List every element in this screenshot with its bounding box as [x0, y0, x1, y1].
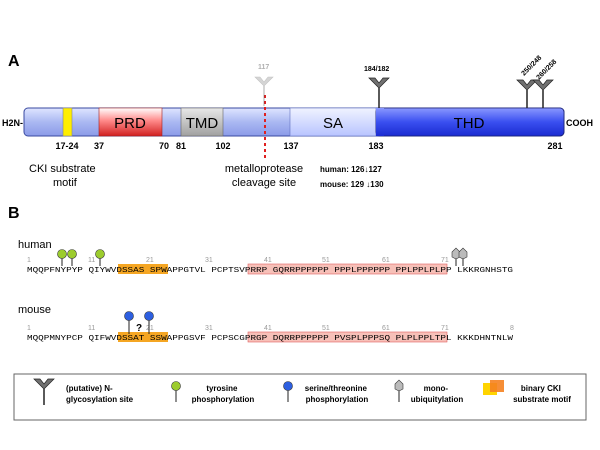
mouse-num-71: 71: [441, 325, 449, 332]
c-terminus-label: COOH: [566, 118, 593, 128]
domain-sa-label: SA: [323, 115, 343, 132]
legend-tyr-line2: phosphorylation: [192, 395, 255, 404]
mouse-numbers: 1 11 21 31 41 51 61 71 8: [27, 325, 514, 332]
panel-b-label: B: [8, 205, 20, 222]
serthr-marker-mouse-1: [124, 311, 134, 334]
legend-ubiquitylation-label: mono- ubiquitylation: [411, 384, 464, 404]
legend-ub-line2: ubiquitylation: [411, 395, 464, 404]
tick-281: 281: [547, 141, 562, 151]
legend-cki-icon: [483, 380, 504, 395]
legend-serthr-label: serine/threonine phosphorylation: [305, 384, 369, 404]
tick-81: 81: [176, 141, 186, 151]
human-num-1: 1: [27, 257, 31, 264]
cki-substrate-label-1: CKI substrate: [29, 163, 96, 175]
human-num-51: 51: [322, 257, 330, 264]
human-num-21: 21: [146, 257, 154, 264]
human-prd-highlight: [247, 263, 448, 275]
legend-glyco-line1: (putative) N-: [66, 384, 113, 393]
panel-a-label: A: [8, 53, 20, 70]
human-numbers: 1 11 21 31 41 51 61 71: [27, 257, 449, 264]
tick-17-24: 17-24: [55, 141, 78, 151]
tyrosine-marker-human-3: [95, 249, 105, 266]
legend-tyrosine-icon: [171, 381, 181, 402]
ubiquitylation-marker-human-2: [458, 247, 468, 266]
tick-37: 37: [94, 141, 104, 151]
legend-cki-line2: substrate motif: [513, 395, 571, 404]
tick-183: 183: [368, 141, 383, 151]
cleavage-label-2: cleavage site: [232, 177, 296, 189]
mouse-prd-highlight: [247, 331, 448, 343]
mouse-species-label: mouse: [18, 304, 51, 316]
legend-serthr-icon: [283, 381, 293, 402]
glycosylation-icon-250: [516, 79, 538, 108]
legend-cki-line1: binary CKI: [521, 384, 561, 393]
human-species-label: human: [18, 239, 52, 251]
cki-substrate-label-2: motif: [53, 177, 78, 189]
legend-tyrosine-label: tyrosine phosphorylation: [192, 384, 255, 404]
mouse-num-21: 21: [146, 325, 154, 332]
mouse-num-31: 31: [205, 325, 213, 332]
mouse-num-61: 61: [382, 325, 390, 332]
mouse-num-41: 41: [264, 325, 272, 332]
human-cki-highlight: [118, 264, 168, 274]
domain-sa: [289, 107, 377, 137]
tick-137: 137: [283, 141, 298, 151]
domain-tmd: [180, 107, 224, 137]
mouse-question-mark: ?: [136, 323, 142, 334]
tick-102: 102: [215, 141, 230, 151]
glyco-label-184: 184/182: [364, 66, 389, 73]
glycosylation-icon-260: [532, 79, 554, 108]
n-terminus-label: H2N-: [2, 118, 23, 128]
human-sequence: MQQPFNYPYP QIYWVDSSAS SPWAPPGTVL PCPTSVP…: [27, 267, 513, 275]
domain-tmd-label: TMD: [186, 115, 219, 132]
mouse-cleavage-label: mouse: 129 ↓130: [320, 180, 384, 189]
domain-thd-corner: [376, 108, 384, 136]
legend-glycosylation-label: (putative) N- glycosylation site: [66, 384, 134, 404]
glycosylation-icon-184: [368, 77, 390, 108]
human-num-31: 31: [205, 257, 213, 264]
mouse-num-11: 11: [88, 325, 95, 332]
tick-70: 70: [159, 141, 169, 151]
tyrosine-marker-human-2: [67, 249, 77, 266]
mouse-cki-highlight: [118, 332, 168, 342]
legend-tyr-line1: tyrosine: [206, 384, 238, 393]
legend-st-line2: phosphorylation: [306, 395, 369, 404]
mouse-num-51: 51: [322, 325, 330, 332]
human-num-71: 71: [441, 257, 449, 264]
glyco-label-117: 117: [258, 64, 269, 71]
legend-glyco-line2: glycosylation site: [66, 395, 134, 404]
tyrosine-marker-human-1: [57, 249, 67, 266]
cki-motif-box: [62, 107, 73, 137]
human-num-11: 11: [88, 257, 95, 264]
serthr-marker-mouse-2: [144, 311, 154, 334]
domain-prd: [98, 107, 163, 137]
mouse-num-8: 8: [510, 325, 514, 332]
legend-glycosylation-icon: [33, 378, 55, 405]
human-num-41: 41: [264, 257, 272, 264]
mouse-num-1: 1: [27, 325, 31, 332]
cleavage-label-1: metalloprotease: [225, 163, 303, 175]
legend-cki-label: binary CKI substrate motif: [513, 384, 571, 404]
glycosylation-icon-117: [254, 76, 274, 106]
mouse-sequence: MQQPMNYPCP QIFWVDSSAT SSWAPPGSVF PCPSCGP…: [27, 335, 514, 343]
legend-st-line1: serine/threonine: [305, 384, 368, 393]
domain-thd-label: THD: [454, 115, 485, 132]
domain-prd-label: PRD: [114, 115, 146, 132]
human-num-61: 61: [382, 257, 390, 264]
legend-ub-line1: mono-: [424, 384, 449, 393]
legend-ubiquitylation-icon: [394, 379, 404, 402]
human-cleavage-label: human: 126↓127: [320, 165, 382, 174]
